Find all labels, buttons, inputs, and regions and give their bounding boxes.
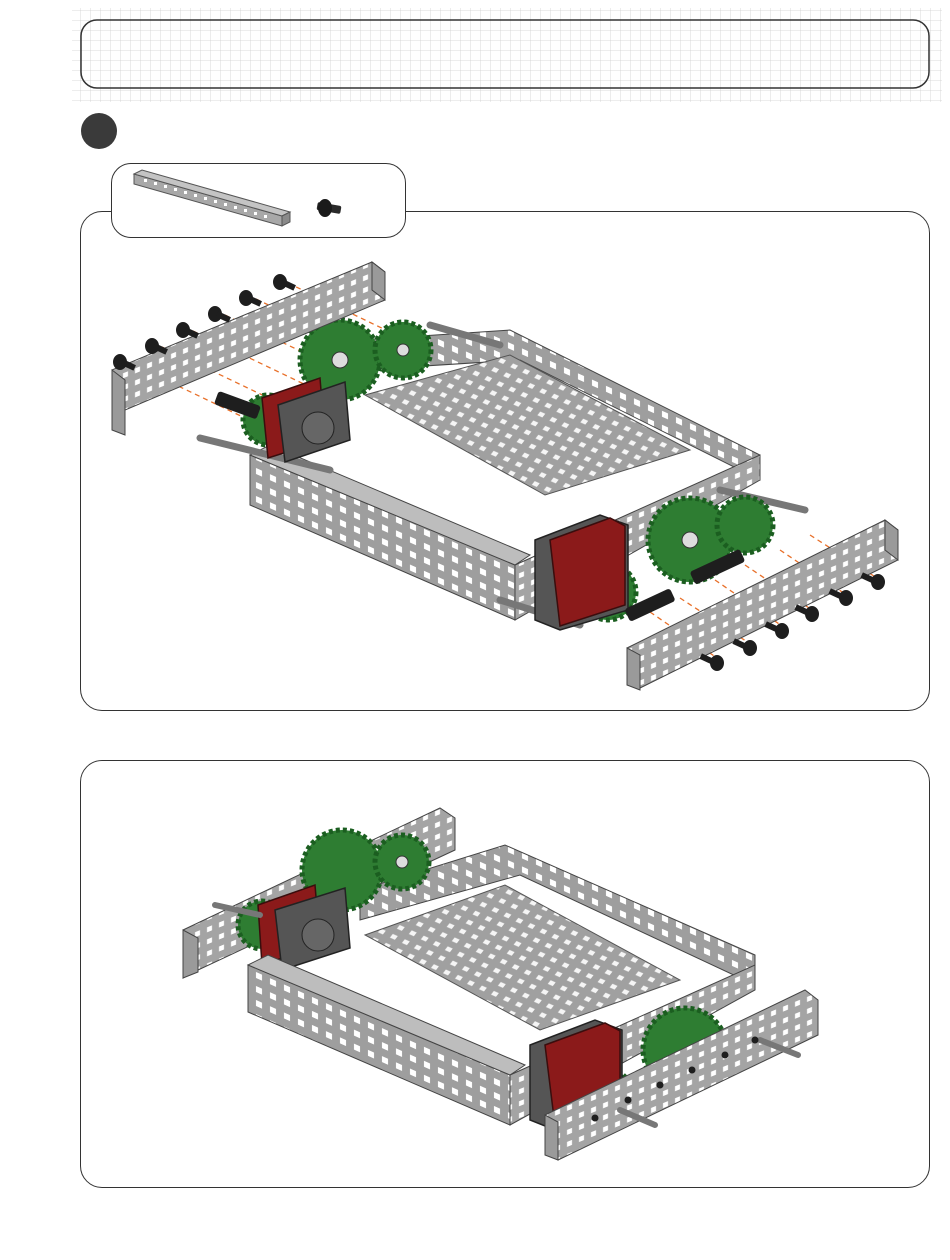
part-screw-icon [316,199,341,217]
exploded-view-panel [80,211,930,711]
step-number [81,113,117,149]
parts-callout [111,163,406,238]
assembled-view-panel [80,760,930,1188]
header-grid-strip [0,0,950,105]
part-channel-bar-icon [134,170,290,226]
parts-callout-art [112,164,404,236]
